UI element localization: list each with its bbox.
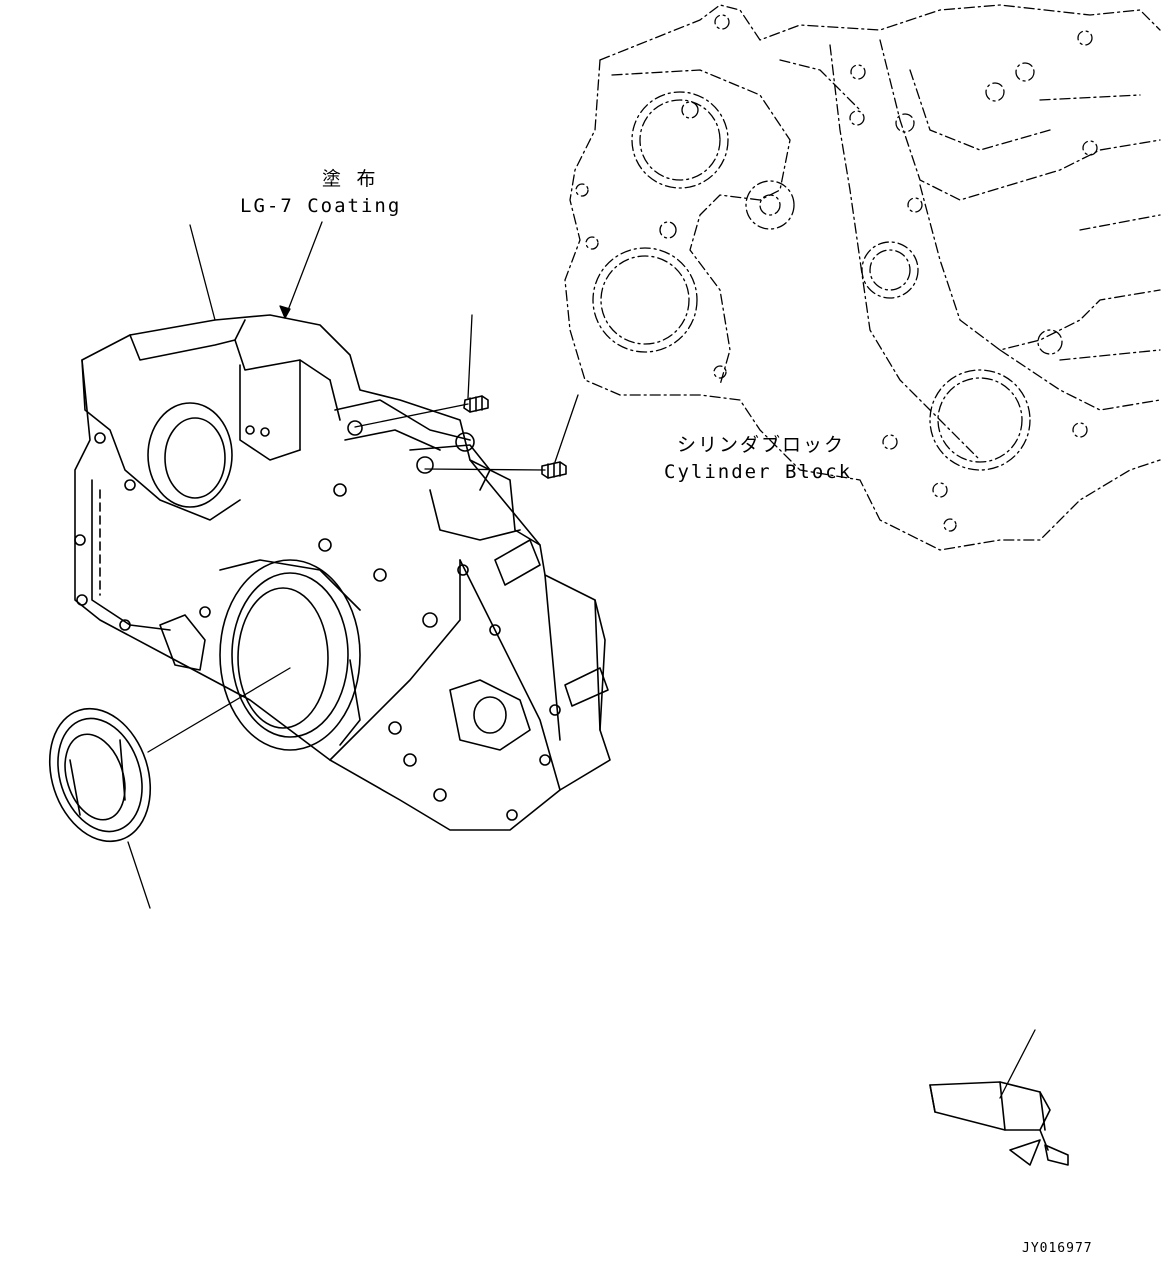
cylinder-block-label-jp: シリンダブロック <box>677 434 846 456</box>
plug-upper <box>464 396 488 412</box>
cylinder-block <box>565 5 1160 550</box>
seal-tool <box>930 1082 1068 1165</box>
drawing-number: JY016977 <box>1022 1241 1093 1256</box>
oil-seal <box>33 695 166 854</box>
coating-label-jp: 塗 布 <box>322 168 378 190</box>
coating-label-en: LG-7 Coating <box>240 195 402 217</box>
plug-lower <box>542 462 566 478</box>
leader-lines <box>128 222 1035 1098</box>
front-cover <box>75 315 610 830</box>
cylinder-block-label-en: Cylinder Block <box>664 461 853 483</box>
